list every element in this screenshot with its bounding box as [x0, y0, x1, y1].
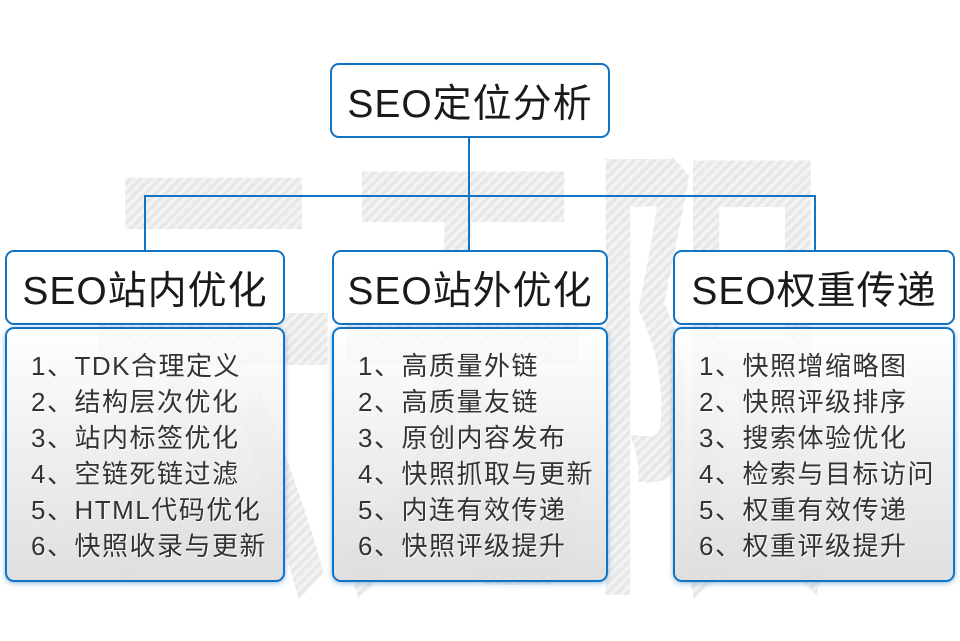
- connector-left-vertical: [144, 195, 146, 252]
- column-offsite-body: 1、高质量外链 2、高质量友链 3、原创内容发布 4、快照抓取与更新 5、内连有…: [332, 327, 608, 582]
- list-item: 5、HTML代码优化: [31, 495, 262, 525]
- column-offsite-title: SEO站外优化: [347, 269, 593, 313]
- list-item: 1、快照增缩略图: [699, 351, 908, 381]
- list-item: 3、搜索体验优化: [699, 423, 908, 453]
- column-offsite-seo: SEO站外优化 1、高质量外链 2、高质量友链 3、原创内容发布 4、快照抓取与…: [332, 250, 608, 582]
- connector-horizontal-rail: [144, 195, 816, 197]
- root-node: SEO定位分析: [330, 63, 610, 138]
- list-item: 2、结构层次优化: [31, 387, 240, 417]
- list-item: 4、检索与目标访问: [699, 459, 935, 489]
- list-item: 1、高质量外链: [358, 351, 539, 381]
- column-onsite-seo: SEO站内优化 1、TDK合理定义 2、结构层次优化 3、站内标签优化 4、空链…: [5, 250, 285, 582]
- list-item: 2、高质量友链: [358, 387, 539, 417]
- column-onsite-body: 1、TDK合理定义 2、结构层次优化 3、站内标签优化 4、空链死链过滤 5、H…: [5, 327, 285, 582]
- list-item: 6、快照评级提升: [358, 531, 567, 561]
- column-onsite-header: SEO站内优化: [5, 250, 285, 325]
- list-item: 6、快照收录与更新: [31, 531, 267, 561]
- column-weight-body: 1、快照增缩略图 2、快照评级排序 3、搜索体验优化 4、检索与目标访问 5、权…: [673, 327, 955, 582]
- column-seo-weight: SEO权重传递 1、快照增缩略图 2、快照评级排序 3、搜索体验优化 4、检索与…: [673, 250, 955, 582]
- column-weight-header: SEO权重传递: [673, 250, 955, 325]
- list-item: 3、原创内容发布: [358, 423, 567, 453]
- onsite-item-list: 1、TDK合理定义 2、结构层次优化 3、站内标签优化 4、空链死链过滤 5、H…: [7, 329, 283, 564]
- root-node-label: SEO定位分析: [347, 82, 593, 126]
- connector-root-vertical: [468, 136, 470, 252]
- list-item: 1、TDK合理定义: [31, 351, 241, 381]
- list-item: 2、快照评级排序: [699, 387, 908, 417]
- list-item: 6、权重评级提升: [699, 531, 908, 561]
- list-item: 5、内连有效传递: [358, 495, 567, 525]
- column-offsite-header: SEO站外优化: [332, 250, 608, 325]
- list-item: 4、空链死链过滤: [31, 459, 240, 489]
- weight-item-list: 1、快照增缩略图 2、快照评级排序 3、搜索体验优化 4、检索与目标访问 5、权…: [675, 329, 953, 564]
- offsite-item-list: 1、高质量外链 2、高质量友链 3、原创内容发布 4、快照抓取与更新 5、内连有…: [334, 329, 606, 564]
- list-item: 3、站内标签优化: [31, 423, 240, 453]
- column-weight-title: SEO权重传递: [691, 269, 937, 313]
- connector-right-vertical: [814, 195, 816, 252]
- list-item: 4、快照抓取与更新: [358, 459, 594, 489]
- column-onsite-title: SEO站内优化: [22, 269, 268, 313]
- list-item: 5、权重有效传递: [699, 495, 908, 525]
